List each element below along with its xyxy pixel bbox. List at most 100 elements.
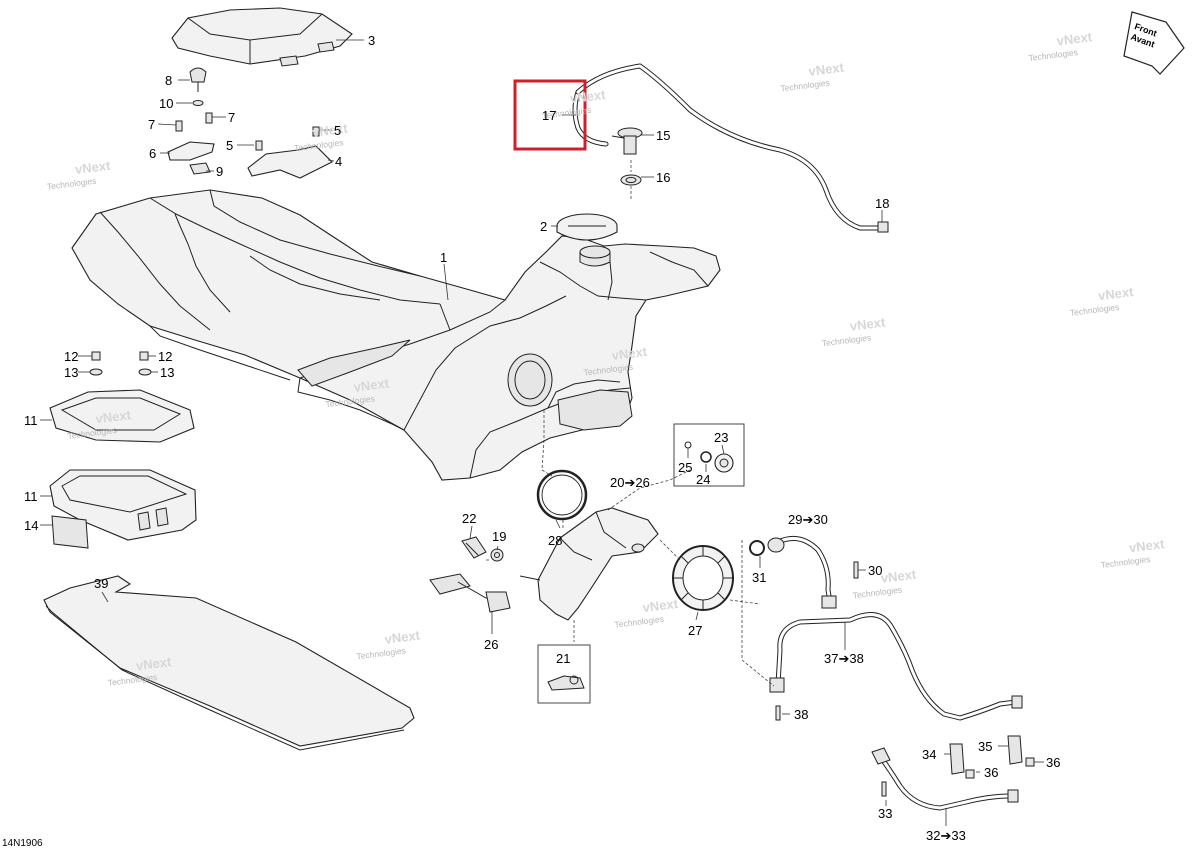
callout-18[interactable]: 18: [875, 196, 889, 211]
bracket-34[interactable]: [949, 743, 965, 775]
callout-35[interactable]: 35: [978, 739, 992, 754]
callout-17[interactable]: 17: [542, 108, 556, 123]
callout-39[interactable]: 39: [94, 576, 108, 591]
callout-1[interactable]: 1: [440, 250, 447, 265]
group-box-23-25: [673, 423, 745, 487]
nuts-36[interactable]: [965, 757, 1035, 779]
callout-19[interactable]: 19: [492, 529, 506, 544]
watermark-text: Technologies: [852, 584, 902, 600]
leader-lines: [40, 39, 1044, 826]
pressure-regulator-parts[interactable]: [684, 441, 734, 473]
fuel-tank[interactable]: [71, 189, 721, 481]
callout-11b[interactable]: 11: [24, 489, 38, 504]
watermark-text: vNext: [135, 654, 173, 673]
callout-21[interactable]: 21: [556, 651, 570, 666]
watermark-text: vNext: [611, 344, 649, 363]
washer-19[interactable]: [490, 548, 504, 562]
watermark-text: vNext: [74, 158, 112, 177]
watermark-text: vNext: [642, 596, 680, 615]
watermark-text: Technologies: [46, 176, 96, 192]
callout-11a[interactable]: 11: [24, 413, 38, 428]
callout-36a[interactable]: 36: [984, 765, 998, 780]
hose-assembly-37-38[interactable]: [769, 612, 1023, 721]
callout-36b[interactable]: 36: [1046, 755, 1060, 770]
callout-3[interactable]: 3: [368, 33, 375, 48]
callout-10[interactable]: 10: [159, 96, 173, 111]
grommet-16[interactable]: [620, 174, 642, 186]
bottom-plate-11a[interactable]: [49, 389, 195, 443]
vent-hose[interactable]: [572, 63, 883, 231]
callout-25[interactable]: 25: [678, 460, 692, 475]
seal-strip-39[interactable]: [43, 575, 415, 751]
tank-cover[interactable]: [171, 7, 353, 67]
callout-29-30[interactable]: 29➔30: [788, 512, 828, 527]
callout-34[interactable]: 34: [922, 747, 936, 762]
watermark-text: Technologies: [614, 614, 664, 630]
watermark-text: Technologies: [107, 672, 157, 688]
watermark-text: vNext: [95, 407, 133, 426]
callout-31[interactable]: 31: [752, 570, 766, 585]
front-direction-badge: Front Avant: [1123, 11, 1185, 75]
callout-12b[interactable]: 12: [158, 349, 172, 364]
callout-26[interactable]: 26: [484, 637, 498, 652]
callout-38[interactable]: 38: [794, 707, 808, 722]
sensor-22[interactable]: [461, 536, 487, 559]
callout-5b[interactable]: 5: [334, 123, 341, 138]
callout-16[interactable]: 16: [656, 170, 670, 185]
group-box-21: [537, 644, 591, 704]
watermark-text: Technologies: [1028, 47, 1078, 63]
watermark-text: vNext: [353, 375, 391, 394]
callout-27[interactable]: 27: [688, 623, 702, 638]
watermark-text: vNext: [1128, 536, 1166, 555]
callout-labels: 3 1 2 4 5 5 6 7 7 8 9 10 12 12 13 13 11 …: [24, 33, 1060, 843]
lock-ring-27[interactable]: [672, 545, 734, 611]
callout-20-26[interactable]: 20➔26: [610, 475, 650, 490]
pump-gasket-28[interactable]: [536, 469, 588, 521]
fuel-level-sender-26[interactable]: [429, 573, 511, 613]
callout-7a[interactable]: 7: [148, 117, 155, 132]
fuel-pump-module[interactable]: [519, 507, 659, 621]
callout-15[interactable]: 15: [656, 128, 670, 143]
callout-6[interactable]: 6: [149, 146, 156, 161]
foam-pad-14[interactable]: [51, 515, 89, 549]
callout-7b[interactable]: 7: [228, 110, 235, 125]
callout-9[interactable]: 9: [216, 164, 223, 179]
watermark-text: vNext: [311, 121, 349, 140]
callout-33[interactable]: 33: [878, 806, 892, 821]
watermark-text: Technologies: [356, 645, 406, 661]
fuel-cap[interactable]: [556, 213, 618, 241]
callout-13b[interactable]: 13: [160, 365, 174, 380]
watermark-text: Technologies: [1069, 302, 1119, 318]
hose-assembly-29-30[interactable]: [767, 535, 859, 609]
callout-12a[interactable]: 12: [64, 349, 78, 364]
callout-23[interactable]: 23: [714, 430, 728, 445]
fitting-18[interactable]: [877, 221, 889, 233]
valve-15[interactable]: [611, 127, 643, 155]
watermark-text: vNext: [849, 314, 887, 333]
bracket-35[interactable]: [1007, 735, 1023, 765]
watermark-text: Technologies: [1100, 554, 1150, 570]
callout-30[interactable]: 30: [868, 563, 882, 578]
callout-2[interactable]: 2: [540, 219, 547, 234]
callout-24[interactable]: 24: [696, 472, 710, 487]
callout-28[interactable]: 28: [548, 533, 562, 548]
hardware-12-13[interactable]: [89, 351, 152, 376]
small-hardware-top[interactable]: [167, 67, 333, 179]
callout-8[interactable]: 8: [165, 73, 172, 88]
callout-4[interactable]: 4: [335, 154, 342, 169]
diagram-code: 14N1906: [2, 838, 43, 848]
callout-32-33[interactable]: 32➔33: [926, 828, 966, 843]
callout-37-38[interactable]: 37➔38: [824, 651, 864, 666]
watermark-text: vNext: [808, 60, 846, 79]
callout-5a[interactable]: 5: [226, 138, 233, 153]
clamp-31[interactable]: [749, 540, 765, 556]
callout-13a[interactable]: 13: [64, 365, 78, 380]
callout-22[interactable]: 22: [462, 511, 476, 526]
watermark-text: vNext: [1056, 29, 1094, 48]
watermark-text: vNext: [384, 628, 422, 647]
hose-assembly-32-33[interactable]: [871, 747, 1019, 811]
strainer-21[interactable]: [547, 675, 585, 691]
callout-14[interactable]: 14: [24, 518, 38, 533]
